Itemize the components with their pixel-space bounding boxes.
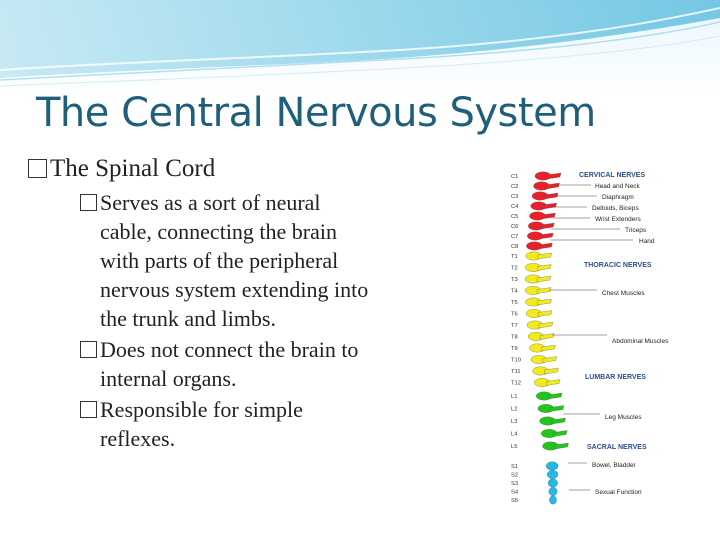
label-leg-muscles: Leg Muscles [605, 414, 642, 421]
vertebra-process [544, 367, 559, 375]
vertebra-label: L2 [511, 407, 517, 413]
vertebra-s1 [545, 461, 559, 471]
bullet-marker-icon [80, 194, 97, 211]
vertebra-process [536, 275, 552, 283]
vertebra-label: T4 [511, 289, 519, 295]
bullet-marker-icon [28, 159, 47, 178]
vertebra-process [541, 212, 556, 220]
vertebra-label: L5 [511, 444, 517, 450]
label-hand: Hand [639, 238, 655, 245]
heading-lumbar: LUMBAR NERVES [585, 374, 646, 381]
vertebra-process [543, 192, 559, 200]
vertebra-label: L4 [511, 432, 518, 438]
vertebra-label: L1 [511, 394, 517, 400]
vertebra-label: T5 [511, 300, 518, 306]
vertebra-label: T11 [511, 369, 521, 375]
sub-bullet: Does not connect the brain to internal o… [80, 335, 498, 393]
sub-bullet-text: Serves as a sort of neural cable, connec… [100, 190, 369, 331]
vertebra-label: T1 [511, 254, 518, 260]
sub-bullet-text: Does not connect the brain to internal o… [100, 337, 359, 391]
vertebra-s2 [547, 470, 559, 479]
label-chest-muscles: Chest Muscles [602, 290, 645, 297]
vertebra-label: T10 [511, 358, 521, 364]
heading-thoracic: THORACIC NERVES [584, 262, 652, 269]
vertebra-process [551, 417, 566, 425]
vertebra-label: T2 [511, 266, 518, 272]
vertebra-process [537, 264, 552, 271]
header-wave-decoration [0, 0, 720, 95]
label-wrist-extenders: Wrist Extenders [595, 216, 642, 223]
vertebra-label: S1 [511, 464, 518, 470]
sub-bullet: Serves as a sort of neural cable, connec… [80, 188, 498, 333]
vertebra-process [553, 430, 568, 437]
vertebra-process [539, 333, 555, 340]
vertebra-process [537, 298, 552, 306]
vertebra-process [545, 379, 561, 386]
slide-title: The Central Nervous System [36, 90, 596, 136]
vertebra-process [538, 242, 553, 250]
bullet-text: The Spinal Cord [50, 155, 216, 182]
vertebra-label: C4 [511, 204, 519, 210]
vertebra-process [537, 252, 552, 260]
vertebra-label: C6 [511, 224, 518, 230]
vertebra-process [538, 321, 554, 329]
vertebra-label: C7 [511, 234, 518, 240]
vertebra-label: C1 [511, 174, 518, 180]
vertebra-label: T7 [511, 323, 518, 329]
vertebra-label: T9 [511, 346, 518, 352]
vertebra-label: T12 [511, 381, 521, 387]
vertebra-process [547, 392, 563, 400]
bullet-marker-icon [80, 341, 97, 358]
bullet-level-1: The Spinal Cord [28, 152, 498, 186]
vertebra-label: S4 [511, 490, 519, 496]
heading-cervical: CERVICAL NERVES [579, 172, 645, 179]
vertebra-label: T6 [511, 312, 518, 318]
vertebra-s3 [547, 478, 558, 488]
bullet-list: The Spinal Cord Serves as a sort of neur… [28, 152, 498, 453]
label-head-neck: Head and Neck [595, 183, 641, 190]
vertebra-process [540, 222, 555, 230]
vertebra-label: T3 [511, 277, 518, 283]
label-sexual-function: Sexual Function [595, 489, 642, 496]
vertebra-process [536, 287, 552, 294]
vertebra-label: T8 [511, 335, 518, 341]
vertebra-label: C2 [511, 184, 518, 190]
vertebra-label: C3 [511, 194, 518, 200]
sub-bullet-text: Responsible for simple reflexes. [100, 397, 303, 451]
vertebra-process [541, 344, 556, 352]
vertebra-process [554, 442, 569, 450]
heading-sacral: SACRAL NERVES [587, 444, 647, 451]
label-deltoids-biceps: Deltoids, Biceps [592, 205, 639, 212]
spinal-nerves-diagram: CERVICAL NERVES Head and Neck Diaphragm … [487, 165, 692, 513]
vertebra-label: S5 [511, 498, 518, 504]
vertebra-label: C8 [511, 244, 518, 250]
sub-bullet: Responsible for simple reflexes. [80, 395, 498, 453]
vertebra-label: S3 [511, 481, 518, 487]
vertebra-process [546, 172, 562, 180]
vertebra-label: S2 [511, 473, 518, 479]
vertebra-process [545, 182, 560, 190]
vertebra-process [542, 356, 558, 363]
vertebra-process [539, 232, 554, 240]
label-triceps: Triceps [625, 227, 647, 234]
vertebra-label: L3 [511, 419, 517, 425]
label-bowel-bladder: Bowel, Bladder [592, 462, 637, 469]
vertebra-s4 [548, 487, 558, 496]
vertebra-process [537, 310, 553, 317]
label-abdominal-muscles: Abdominal Muscles [612, 338, 669, 345]
bullet-marker-icon [80, 401, 97, 418]
vertebra-s5 [549, 495, 557, 505]
vertebra-label: C5 [511, 214, 518, 220]
label-diaphragm: Diaphragm [602, 194, 634, 201]
vertebra-process [549, 405, 565, 412]
